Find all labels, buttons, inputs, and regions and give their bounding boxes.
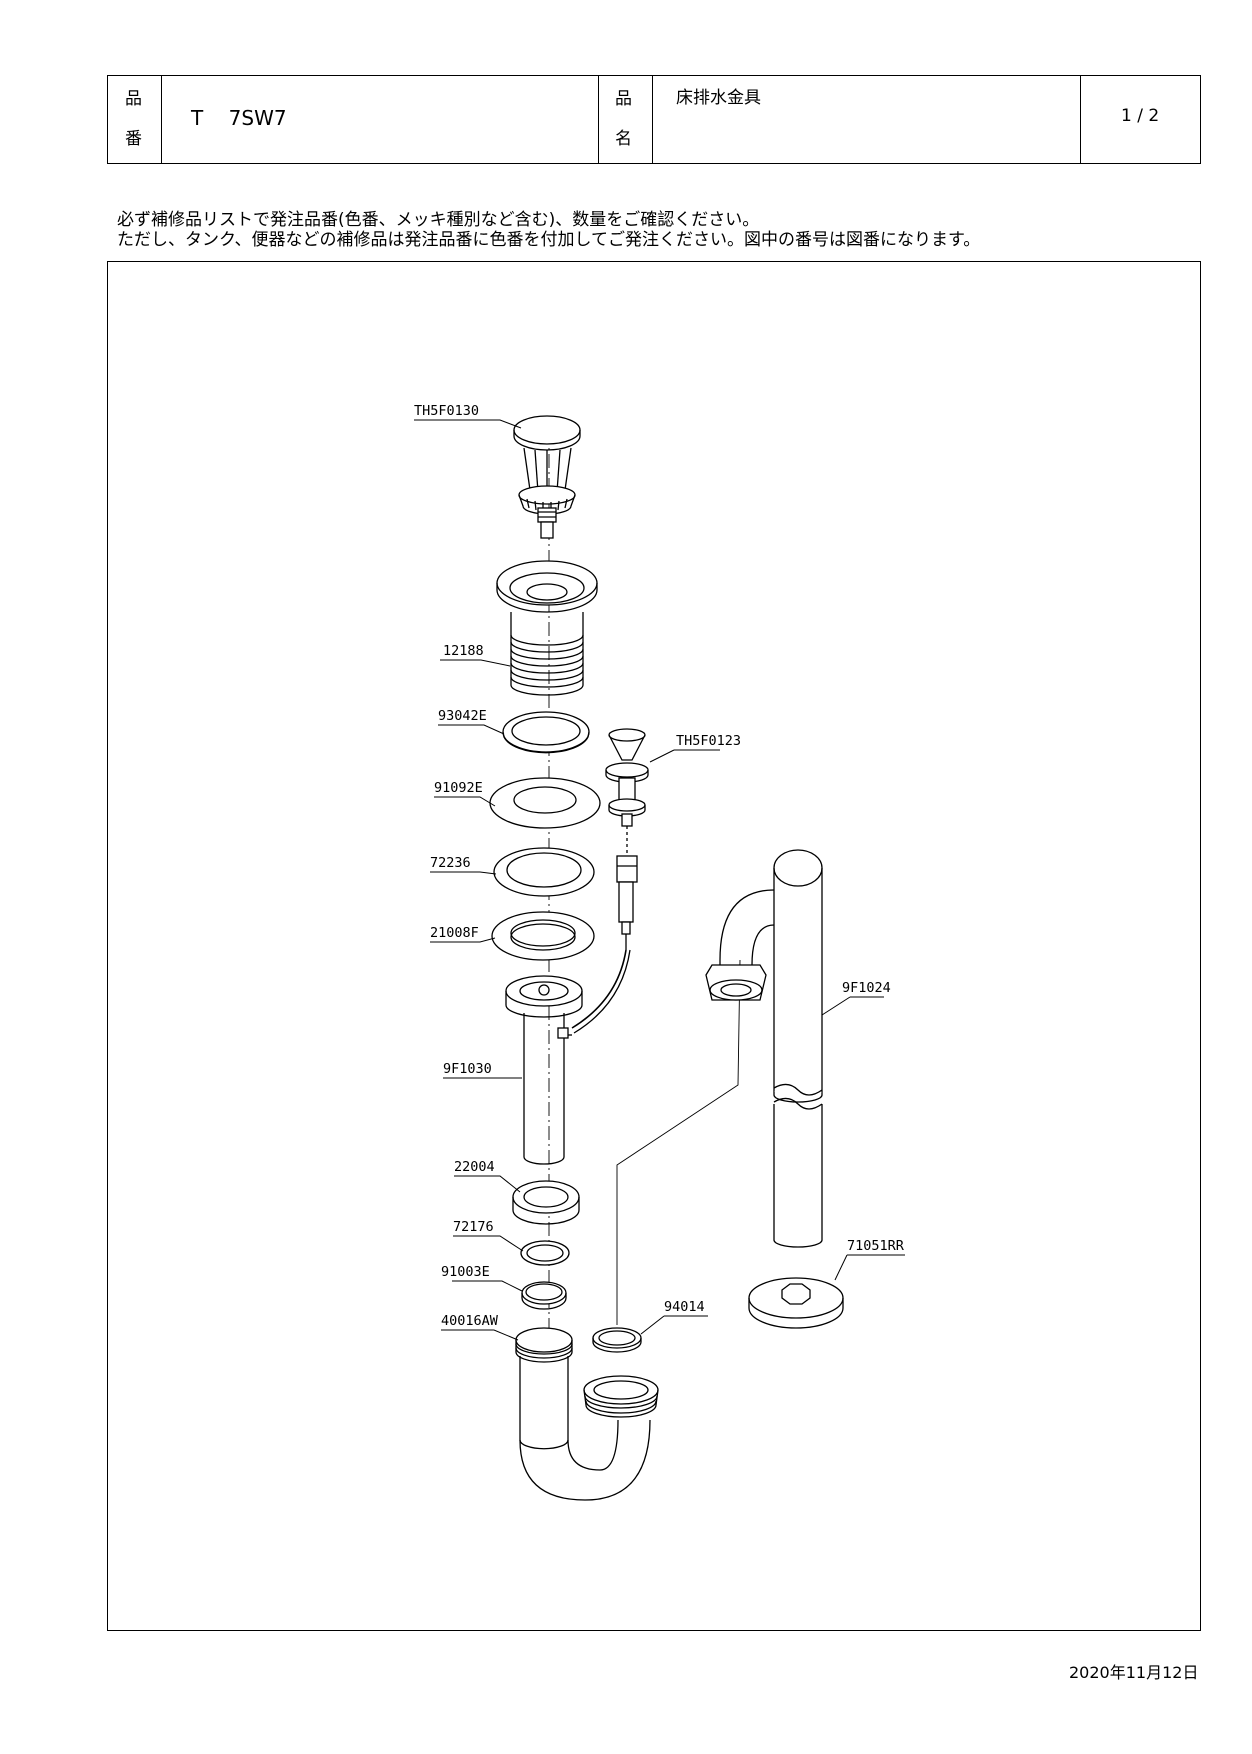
part-21008f-drawing: [491, 911, 595, 961]
header-divider: [652, 76, 653, 163]
part-9f1030-drawing: [505, 975, 583, 1165]
header-divider: [598, 76, 599, 163]
part-label-94014: 94014: [664, 1299, 705, 1315]
part-label-th5f0123: TH5F0123: [676, 733, 741, 749]
part-91003e-drawing: [521, 1281, 567, 1310]
document-date: 2020年11月12日: [1069, 1663, 1199, 1682]
part-71051rr-drawing: [748, 1277, 844, 1329]
part-label-93042e: 93042E: [438, 708, 487, 724]
connection-leader: [616, 959, 741, 1325]
diagram-frame: [107, 261, 1201, 1631]
part-72176-drawing: [520, 1240, 570, 1266]
product-number-label-bottom: 番: [125, 129, 142, 149]
page-number: 1 / 2: [1121, 106, 1160, 126]
part-th5f0123-drawing: [571, 728, 649, 1034]
note-line-2: ただし、タンク、便器などの補修品は発注品番に色番を付加してご発注ください。図中の…: [117, 230, 981, 250]
part-label-9f1024: 9F1024: [842, 980, 891, 996]
product-number: T 7SW7: [191, 106, 287, 130]
part-93042e-drawing: [502, 711, 590, 754]
part-label-9f1030: 9F1030: [443, 1061, 492, 1077]
part-72236-drawing: [493, 847, 595, 897]
part-th5f0130-drawing: [513, 415, 581, 539]
product-number-label-top: 品: [125, 89, 142, 109]
note-line-1: 必ず補修品リストで発注品番(色番、メッキ種別など含む)、数量をご確認ください。: [117, 210, 760, 230]
part-label-12188: 12188: [443, 643, 484, 659]
part-94014-drawing: [592, 1327, 642, 1353]
product-name-label-bottom: 名: [615, 129, 632, 149]
part-leaders: [414, 419, 905, 1341]
part-label-72236: 72236: [430, 855, 471, 871]
title-block: 品 番 T 7SW7 品 名 床排水金具 1 / 2: [107, 75, 1201, 164]
part-label-21008f: 21008F: [430, 925, 479, 941]
product-name-label-top: 品: [615, 89, 632, 109]
part-12188-drawing: [496, 560, 598, 696]
product-name: 床排水金具: [676, 88, 761, 108]
part-91092e-drawing: [489, 777, 601, 829]
part-label-22004: 22004: [454, 1159, 495, 1175]
part-label-40016aw: 40016AW: [441, 1313, 499, 1329]
part-label-91092e: 91092E: [434, 780, 483, 796]
header-divider: [1080, 76, 1081, 163]
header-divider: [161, 76, 162, 163]
part-9f1024-drawing: [705, 849, 823, 1248]
part-label-71051rr: 71051RR: [847, 1238, 905, 1254]
part-label-72176: 72176: [453, 1219, 494, 1235]
part-label-91003e: 91003E: [441, 1264, 490, 1280]
part-22004-drawing: [512, 1180, 580, 1225]
part-label-th5f0130: TH5F0130: [414, 403, 479, 419]
part-40016aw-drawing: [515, 1327, 659, 1501]
